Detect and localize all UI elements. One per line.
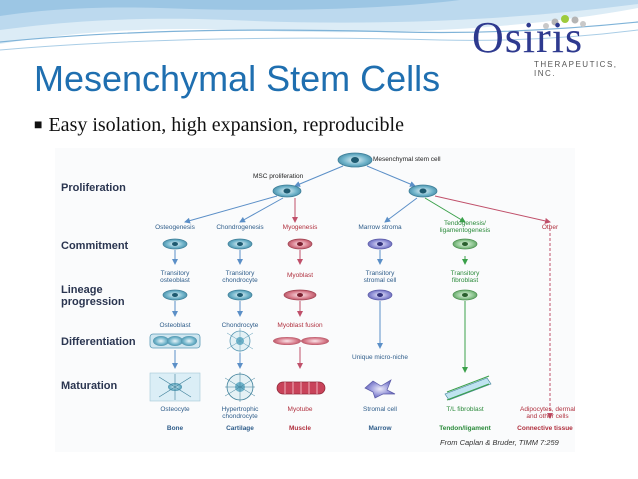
tissue-cartilage: Cartilage <box>226 425 254 432</box>
row-label-maturation: Maturation <box>61 380 118 392</box>
row-label-proliferation: Proliferation <box>61 182 126 194</box>
label-unique-micro-niche: Unique micro-niche <box>352 354 408 361</box>
tissue-bone: Bone <box>166 425 184 432</box>
label-tl-fibroblast: T/L fibroblast <box>446 406 484 413</box>
label-transitory-1: Transitory <box>160 270 190 277</box>
hypertrophic-chondrocyte-cell <box>224 372 256 402</box>
label-osteogenesis: Osteogenesis <box>155 224 195 231</box>
label-osteoblast-transitory: osteoblast <box>160 277 190 284</box>
tissue-muscle: Muscle <box>288 425 312 432</box>
bullet-point: ■ Easy isolation, high expansion, reprodu… <box>34 112 404 139</box>
citation: From Caplan & Bruder, TIMM 7:259 <box>440 438 559 447</box>
diagram-graphics <box>149 152 553 419</box>
osteoblast-cluster <box>149 333 201 349</box>
label-marrow-stroma: Marrow stroma <box>358 224 402 231</box>
chondrocyte-cluster <box>226 328 254 354</box>
label-tendogenesis: Tendogenesis/ <box>444 220 486 227</box>
label-transitory-2: Transitory <box>225 270 255 277</box>
label-mesenchymal-stem-cell: Mesenchymal stem cell <box>373 156 441 163</box>
label-other-cells: and other cells <box>526 413 569 420</box>
label-stromal-transitory: stromal cell <box>363 277 397 284</box>
label-myoblast: Myoblast <box>286 272 313 279</box>
label-transitory-3: Transitory <box>365 270 395 277</box>
label-msc-proliferation: MSC proliferation <box>253 173 304 180</box>
label-osteoblast: Osteoblast <box>159 322 191 329</box>
tissue-tendon-ligament: Tendon/ligament <box>439 425 491 432</box>
bullet-marker-icon: ■ <box>34 118 43 133</box>
osiris-logo: Osiris THERAPEUTICS, INC. <box>470 8 636 78</box>
msc-differentiation-diagram: Proliferation Commitment Lineage progres… <box>55 148 575 452</box>
label-myogenesis: Myogenesis <box>282 224 318 231</box>
tissue-marrow: Marrow <box>368 425 392 432</box>
label-stromal-cell: Stromal cell <box>363 406 397 413</box>
label-adipocytes-dermal: Adipocytes, dermal <box>520 406 576 413</box>
label-chondrocyte: Chondrocyte <box>221 322 259 329</box>
row-label-progression: progression <box>61 296 125 308</box>
label-chondrocyte-transitory: chondrocyte <box>222 277 258 284</box>
label-transitory-4: Transitory <box>450 270 480 277</box>
label-ligamentogenesis: ligamentogenesis <box>439 227 491 234</box>
label-osteocyte: Osteocyte <box>160 406 190 413</box>
logo-dots-icon <box>543 15 586 29</box>
label-other: Other <box>541 224 559 231</box>
row-label-commitment: Commitment <box>61 240 129 252</box>
header-wave-banner <box>0 0 638 60</box>
bullet-text: Easy isolation, high expansion, reproduc… <box>48 114 404 136</box>
logo-tagline: THERAPEUTICS, INC. <box>534 60 618 78</box>
label-fibroblast-transitory: fibroblast <box>451 277 479 284</box>
label-myoblast-fusion: Myoblast fusion <box>277 322 323 329</box>
label-chondrogenesis: Chondrogenesis <box>216 224 264 231</box>
row-label-differentiation: Differentiation <box>61 336 136 348</box>
tl-fibroblast-cell <box>444 375 492 401</box>
label-hypertrophic-chondrocyte: chondrocyte <box>222 413 258 420</box>
slide-title: Mesenchymal Stem Cells <box>34 58 441 99</box>
logo-wordmark: Osiris <box>472 13 584 62</box>
tissue-connective: Connective tissue <box>517 425 573 432</box>
osteocyte-cell <box>149 372 201 402</box>
label-hypertrophic: Hypertrophic <box>221 406 259 413</box>
myotube-cell <box>276 381 326 395</box>
row-label-lineage: Lineage <box>61 284 103 296</box>
myoblast-fusion-cells <box>273 337 329 345</box>
stromal-cell <box>364 379 396 399</box>
label-myotube: Myotube <box>287 406 313 413</box>
